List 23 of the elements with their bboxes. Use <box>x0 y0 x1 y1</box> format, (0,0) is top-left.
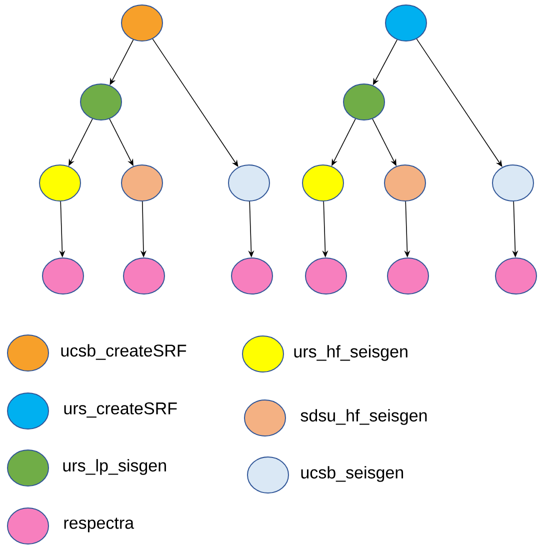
node-ellipse <box>384 164 426 202</box>
node-ellipse <box>305 258 347 294</box>
node-ellipse <box>121 164 163 202</box>
node-ellipse <box>231 258 273 294</box>
node-ellipse <box>80 84 122 120</box>
legend-label: ucsb_createSRF <box>61 344 186 360</box>
legend-label: urs_createSRF <box>64 402 177 418</box>
node-ellipse <box>123 258 165 294</box>
node-ellipse <box>387 258 429 294</box>
node-ellipse <box>121 4 163 42</box>
node-ellipse <box>228 164 270 202</box>
legend-label: sdsu_hf_seisgen <box>300 409 427 425</box>
legend-label: urs_hf_seisgen <box>294 345 408 361</box>
legend-label: respectra <box>64 518 134 532</box>
node-ellipse <box>492 164 534 202</box>
node-ellipse <box>343 84 385 120</box>
legend-label: ucsb_seisgen <box>301 466 404 482</box>
node-ellipse <box>42 258 84 294</box>
legend-label: urs_lp_sisgen <box>63 459 166 475</box>
node-ellipse <box>495 258 537 294</box>
node-ellipse <box>302 164 344 202</box>
node-ellipse <box>39 164 81 202</box>
node-ellipse <box>385 4 427 42</box>
